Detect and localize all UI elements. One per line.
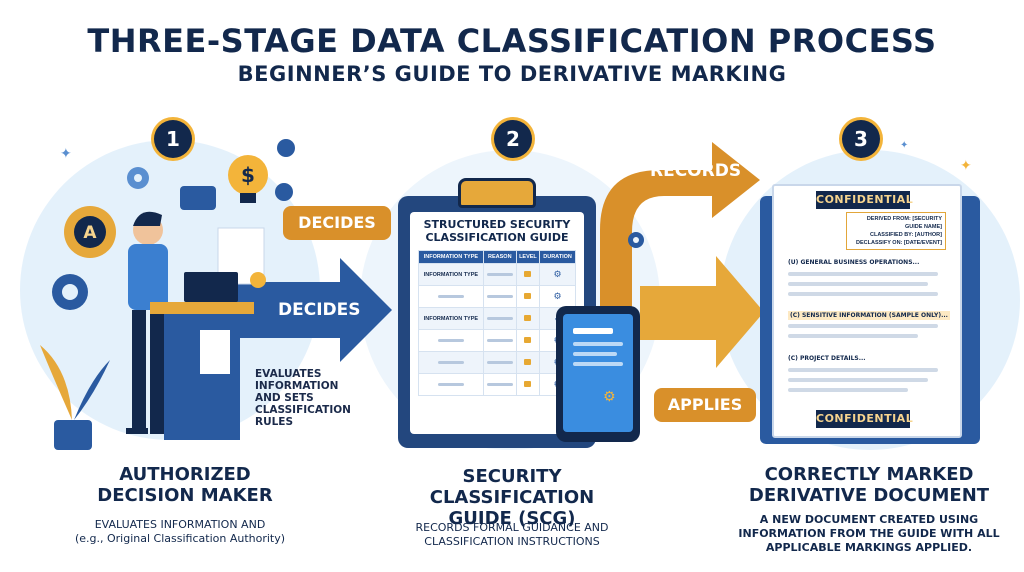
banner-top: CONFIDENTIAL (816, 191, 913, 209)
page-subtitle: BEGINNER’S GUIDE TO DERIVATIVE MARKING (237, 62, 787, 86)
records-arrow-label: RECORDS (650, 161, 742, 181)
plant-icon (40, 345, 110, 450)
paragraph-1: (U) GENERAL BUSINESS OPERATIONS... (788, 259, 920, 266)
stage-2-number: 2 (494, 120, 532, 158)
stage-1-title: AUTHORIZED DECISION MAKER (97, 464, 273, 506)
banner-bottom: CONFIDENTIAL (816, 410, 913, 428)
info-icon (275, 183, 293, 201)
lock-icon (524, 380, 532, 387)
chat-icon (180, 186, 216, 210)
gear-icon (52, 274, 88, 310)
gear-icon (628, 232, 644, 248)
col-reason: REASON (482, 250, 517, 264)
lock-icon (524, 358, 532, 365)
records-arrow (600, 142, 760, 320)
stage-1-number: 1 (154, 120, 192, 158)
guide-title: STRUCTURED SECURITY CLASSIFICATION GUIDE (423, 218, 571, 244)
table-row: ⚙ (418, 373, 576, 396)
table-row: ⚙ (418, 285, 576, 308)
lock-icon (524, 270, 532, 277)
col-information-type: INFORMATION TYPE (418, 250, 484, 264)
gear-icon: A (64, 206, 116, 258)
applies-arrow (640, 256, 764, 368)
gear-icon (127, 167, 149, 189)
stage-3-title: CORRECTLY MARKED DERIVATIVE DOCUMENT (748, 464, 990, 506)
podium (164, 310, 240, 440)
tablet-screen: ⚙ (563, 314, 633, 432)
stage-1-description: EVALUATES INFORMATION AND (e.g., Origina… (74, 518, 286, 545)
stage1-side-note: EVALUATES INFORMATION AND SETS CLASSIFIC… (255, 368, 351, 428)
lock-icon (524, 292, 532, 299)
checkmark-icon (250, 272, 266, 288)
lightbulb-icon: $ (228, 155, 268, 203)
decides-arrow-label: DECIDES (278, 300, 361, 320)
stage-3-number: 3 (842, 120, 880, 158)
gear-icon: ⚙ (553, 269, 562, 279)
table-row: ⚙ (418, 329, 576, 352)
decides-arrow (230, 258, 392, 362)
info-icon (277, 139, 295, 157)
decides-pill: DECIDES (283, 206, 391, 240)
gear-icon: ⚙ (603, 388, 616, 404)
gear-letter: A (83, 223, 97, 243)
stage-2-title: SECURITY CLASSIFICATION GUIDE (SCG) (429, 466, 595, 529)
applies-pill: APPLIES (654, 388, 756, 422)
guide-table: INFORMATION TYPE REASON LEVEL DURATION I… (418, 250, 576, 396)
sparkle-icon: ✦ (900, 140, 908, 151)
page-title: THREE-STAGE DATA CLASSIFICATION PROCESS (87, 22, 937, 60)
person-illustration (126, 211, 172, 434)
lock-icon (524, 336, 532, 343)
sparkle-icon: ✦ (60, 145, 72, 161)
derivation-block: DERIVED FROM: [SECURITY GUIDE NAME] CLAS… (846, 212, 946, 250)
laptop-icon (184, 272, 238, 302)
table-row: INFORMATION TYPE⚙ (418, 263, 576, 286)
paragraph-2: (C) SENSITIVE INFORMATION (SAMPLE ONLY).… (788, 311, 950, 320)
bulb-symbol: $ (241, 163, 255, 187)
col-duration: DURATION (539, 250, 576, 264)
table-row: ⚙ (418, 351, 576, 374)
sparkle-icon: ✦ (960, 157, 972, 173)
table-row: INFORMATION TYPE✓ (418, 307, 576, 330)
paragraph-3: (C) PROJECT DETAILS... (788, 355, 866, 362)
clipboard-clip (458, 178, 536, 208)
lock-icon (524, 314, 532, 321)
stage-3-description: A NEW DOCUMENT CREATED USING INFORMATION… (738, 513, 1000, 554)
col-level: LEVEL (515, 250, 541, 264)
stage-2-description: RECORDS FORMAL GUIDANCE AND CLASSIFICATI… (415, 521, 609, 548)
table-header-row: INFORMATION TYPE REASON LEVEL DURATION (418, 250, 576, 264)
gear-icon: ⚙ (553, 291, 562, 301)
